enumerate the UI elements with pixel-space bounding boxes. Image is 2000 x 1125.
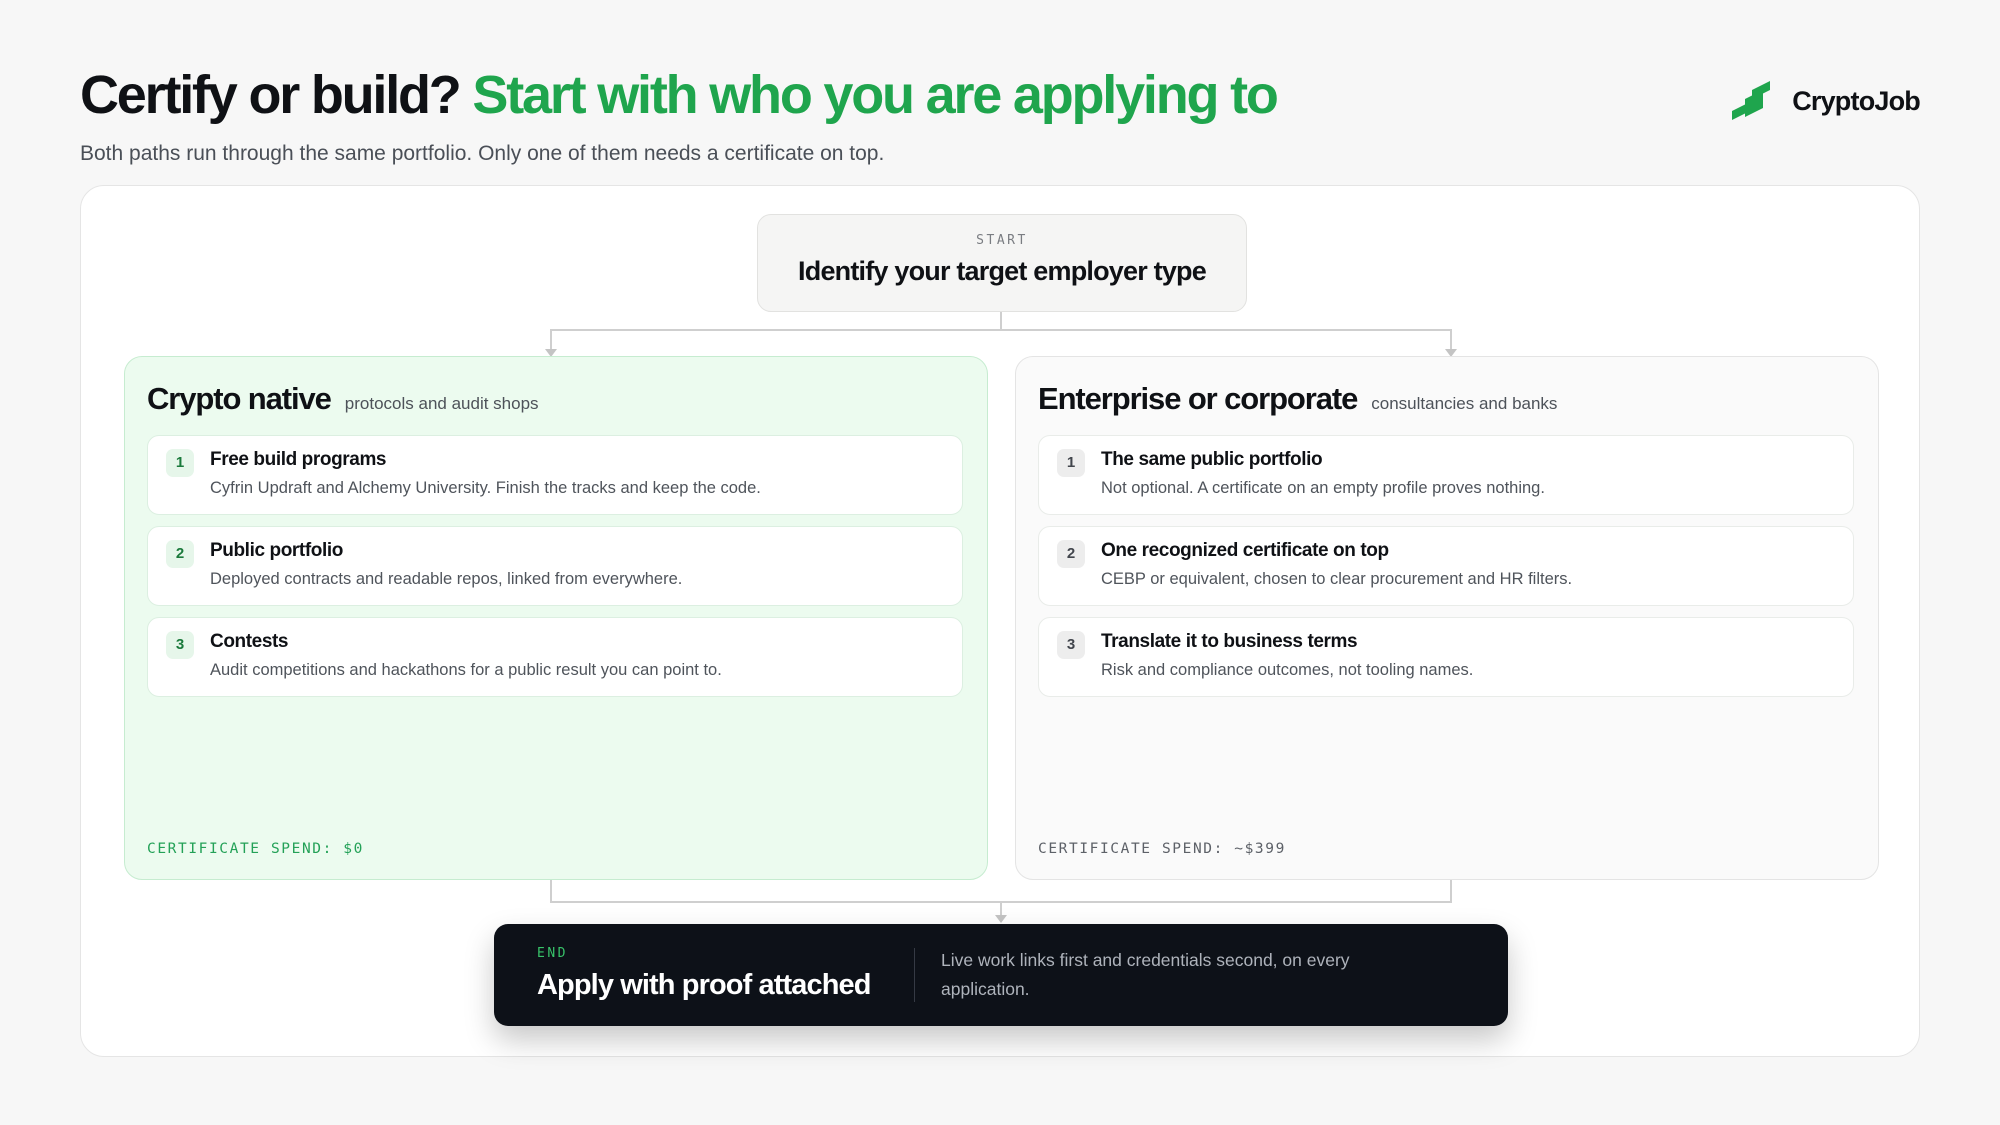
start-kicker: START [976,233,1028,248]
step-description: Deployed contracts and readable repos, l… [210,570,683,588]
page-header: Certify or build? Start with who you are… [80,62,1921,172]
branch-title: Crypto native [147,381,332,416]
certificate-spend: CERTIFICATE SPEND: ~$399 [1038,841,1286,857]
branch-header: Crypto native protocols and audit shops [147,381,539,417]
start-node: START Identify your target employer type [757,214,1247,312]
step-card: 1 Free build programs Cyfrin Updraft and… [147,435,963,515]
branch-title: Enterprise or corporate [1038,381,1358,416]
step-title: Public portfolio [210,540,343,561]
brand-name: CryptoJob [1792,85,1921,116]
step-number: 2 [1057,540,1085,568]
branch-subtitle: protocols and audit shops [344,394,539,413]
brand: CryptoJob [1730,78,1921,124]
step-card: 2 Public portfolio Deployed contracts an… [147,526,963,606]
cryptojob-logo-icon [1732,81,1771,120]
arrowhead-end [995,915,1007,923]
step-number: 1 [1057,449,1085,477]
step-title: Free build programs [210,449,387,470]
step-card: 1 The same public portfolio Not optional… [1038,435,1854,515]
end-node: END Apply with proof attached Live work … [494,924,1508,1026]
step-number: 3 [1057,631,1085,659]
step-description: CEBP or equivalent, chosen to clear proc… [1101,570,1573,588]
step-card: 3 Contests Audit competitions and hackat… [147,617,963,697]
start-title: Identify your target employer type [798,256,1207,286]
flow-card: START Identify your target employer type… [80,185,1920,1057]
title-accent: Start with who you are applying to [472,65,1278,125]
step-title: Contests [210,631,289,652]
step-title: Translate it to business terms [1101,631,1358,652]
end-kicker: END [537,946,568,961]
step-title: One recognized certificate on top [1101,540,1389,561]
branch-enterprise: Enterprise or corporate consultancies an… [1015,356,1879,880]
step-number: 2 [166,540,194,568]
end-divider [914,948,915,1002]
step-number: 3 [166,631,194,659]
step-description: Cyfrin Updraft and Alchemy University. F… [210,479,761,497]
connector-split [550,329,1452,350]
branch-subtitle: consultancies and banks [1371,394,1558,413]
end-description: Live work links first and credentials se… [941,950,1350,999]
step-description: Audit competitions and hackathons for a … [210,661,722,679]
branch-crypto-native: Crypto native protocols and audit shops … [124,356,988,880]
step-title: The same public portfolio [1101,449,1323,470]
step-number: 1 [166,449,194,477]
page-title: Certify or build? Start with who you are… [80,62,1920,128]
connector-merge [550,880,1452,903]
branch-header: Enterprise or corporate consultancies an… [1038,381,1557,417]
step-description: Not optional. A certificate on an empty … [1101,479,1545,497]
step-description: Risk and compliance outcomes, not toolin… [1101,661,1474,679]
page-subtitle: Both paths run through the same portfoli… [80,142,885,165]
end-title: Apply with proof attached [537,969,871,1001]
certificate-spend: CERTIFICATE SPEND: $0 [147,841,364,857]
step-card: 2 One recognized certificate on top CEBP… [1038,526,1854,606]
step-card: 3 Translate it to business terms Risk an… [1038,617,1854,697]
title-main: Certify or build? [80,65,462,125]
